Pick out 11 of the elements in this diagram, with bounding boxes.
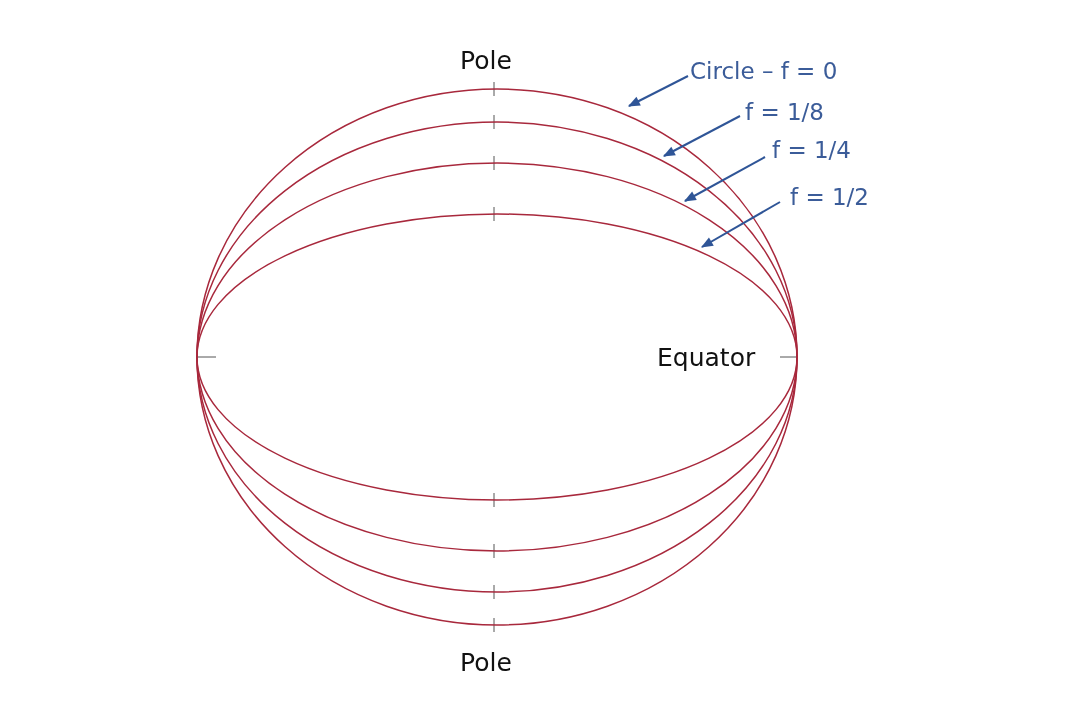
curve-label: Circle – f = 0 <box>690 60 838 83</box>
leader-arrow <box>662 115 741 157</box>
curve-label: f = 1/2 <box>790 186 869 209</box>
pole-label: Pole <box>460 650 512 675</box>
equator-label: Equator <box>657 345 756 370</box>
leader-arrow <box>683 156 766 202</box>
curve-label: f = 1/8 <box>745 101 824 124</box>
curve-label: f = 1/4 <box>772 139 851 162</box>
leader-arrow <box>700 201 781 248</box>
leader-arrow <box>627 75 689 107</box>
pole-label: Pole <box>460 48 512 73</box>
